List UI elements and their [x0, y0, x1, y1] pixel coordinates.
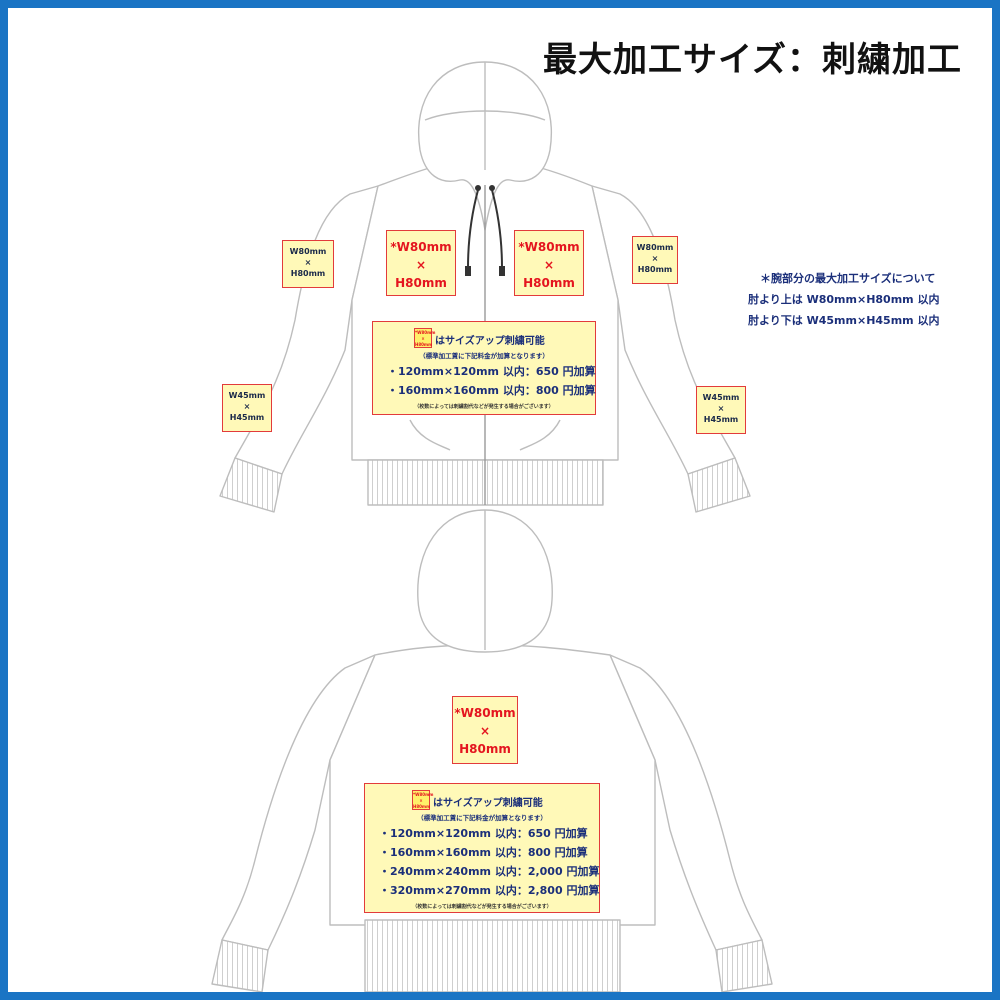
back-waistband: [364, 919, 621, 992]
mini-size-box-icon: *W80mm × H80mm: [414, 328, 436, 348]
panel-subheader: （標準加工賃に下記料金が加算となります）: [417, 814, 547, 822]
price-line: ・320mm×270mm 以内：2,800 円加算: [379, 884, 600, 897]
front-chest-right-size-box: *W80mm × H80mm: [514, 230, 584, 296]
mini-height: H80mm: [413, 804, 431, 809]
size-times: ×: [415, 258, 427, 272]
front-right-cuff: [687, 457, 751, 513]
front-upsize-panel: *W80mm × H80mm はサイズアップ刺繍可能 （標準加工賃に下記料金が加…: [372, 321, 596, 415]
mini-times: ×: [419, 798, 423, 803]
size-height: H80mm: [523, 276, 575, 290]
mini-height: H80mm: [415, 342, 433, 347]
size-height: H45mm: [703, 415, 739, 424]
size-height: H45mm: [229, 413, 265, 422]
size-height: H80mm: [290, 269, 326, 278]
price-line: ・240mm×240mm 以内：2,000 円加算: [379, 865, 600, 878]
size-height: H80mm: [459, 742, 511, 756]
canvas: 最大加工サイズ：刺繍加工: [8, 8, 992, 992]
back-right-sleeve: [609, 654, 763, 951]
front-upper-arm-left-size-box: W80mm × H80mm: [282, 240, 334, 288]
back-center-size-box: *W80mm × H80mm: [452, 696, 518, 764]
size-times: ×: [304, 258, 312, 267]
back-left-sleeve: [221, 654, 376, 951]
panel-header: はサイズアップ刺繍可能: [433, 798, 543, 809]
sleeve-size-note: ＊腕部分の最大加工サイズについて 肘より上は W80mm×H80mm 以内 肘よ…: [748, 268, 939, 331]
front-lower-arm-left-size-box: W45mm × H45mm: [222, 384, 272, 432]
size-width: *W80mm: [518, 240, 580, 254]
note-below-elbow: 肘より下は W45mm×H45mm 以内: [748, 314, 940, 327]
size-times: ×: [717, 404, 725, 413]
price-line: ・120mm×120mm 以内：650 円加算: [387, 365, 596, 378]
size-width: W45mm: [702, 393, 740, 402]
size-width: *W80mm: [390, 240, 452, 254]
size-times: ×: [243, 402, 251, 411]
front-lower-arm-right-size-box: W45mm × H45mm: [696, 386, 746, 434]
page-title: 最大加工サイズ：刺繍加工: [543, 40, 962, 80]
note-above-elbow: 肘より上は W80mm×H80mm 以内: [748, 293, 940, 306]
mini-width: *W80mm: [413, 792, 434, 797]
note-heading: ＊腕部分の最大加工サイズについて: [760, 272, 936, 285]
mini-width: *W80mm: [415, 330, 436, 335]
size-times: ×: [543, 258, 555, 272]
size-width: *W80mm: [454, 706, 516, 720]
size-height: H80mm: [637, 265, 673, 274]
price-line: ・120mm×120mm 以内：650 円加算: [379, 827, 588, 840]
size-times: ×: [479, 724, 491, 738]
back-left-cuff: [211, 939, 269, 992]
size-times: ×: [651, 254, 659, 263]
mini-size-box-icon: *W80mm × H80mm: [412, 790, 434, 810]
panel-header: はサイズアップ刺繍可能: [435, 336, 545, 347]
size-width: W45mm: [228, 391, 266, 400]
mini-times: ×: [421, 336, 425, 341]
size-height: H80mm: [395, 276, 447, 290]
back-right-cuff: [715, 939, 773, 992]
panel-footnote: （枚数によっては刺繍割代などが発生する場合がございます）: [414, 404, 554, 410]
panel-subheader: （標準加工賃に下記料金が加算となります）: [419, 352, 549, 360]
size-width: W80mm: [289, 247, 327, 256]
front-upper-arm-right-size-box: W80mm × H80mm: [632, 236, 678, 284]
price-line: ・160mm×160mm 以内：800 円加算: [379, 846, 588, 859]
front-left-cuff: [219, 457, 283, 513]
size-width: W80mm: [636, 243, 674, 252]
back-upsize-panel: *W80mm × H80mm はサイズアップ刺繍可能 （標準加工賃に下記料金が加…: [364, 783, 600, 913]
panel-footnote: （枚数によっては刺繍割代などが発生する場合がございます）: [412, 904, 552, 910]
front-chest-left-size-box: *W80mm × H80mm: [386, 230, 456, 296]
price-line: ・160mm×160mm 以内：800 円加算: [387, 384, 596, 397]
